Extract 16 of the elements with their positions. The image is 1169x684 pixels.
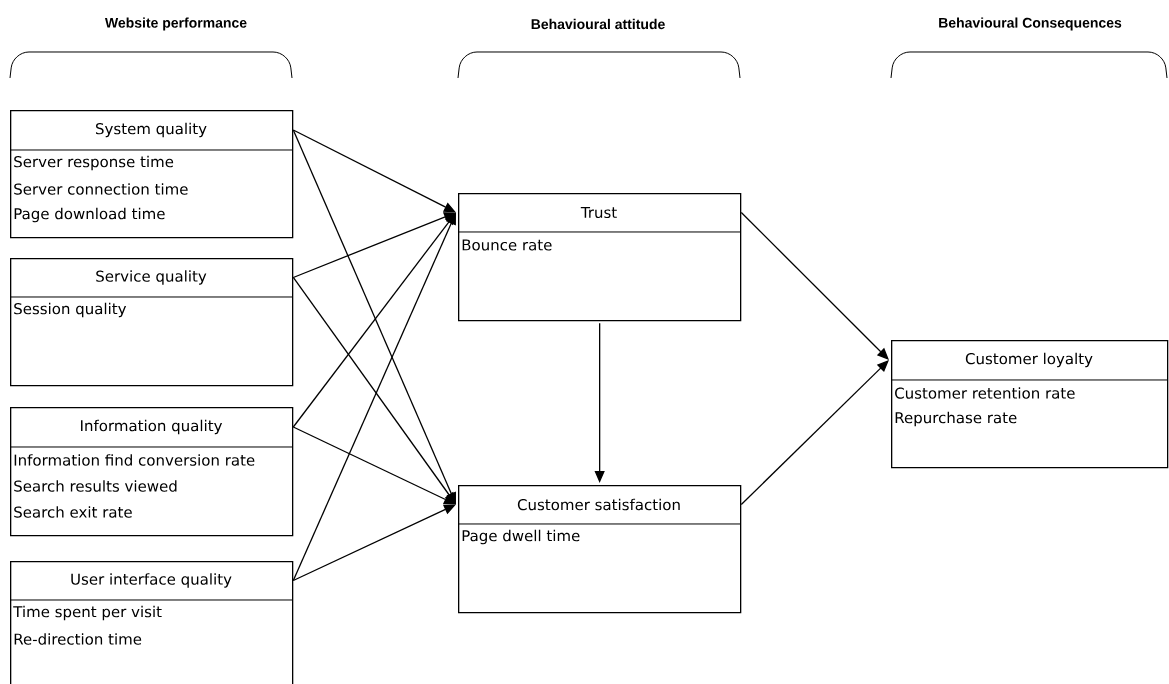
table-box: System quality Server response time Server connection time Page download time — [9, 110, 294, 239]
table-box: Customer satisfaction Page dwell time — [457, 485, 742, 614]
table-box: Customer loyalty Customer retention rate Repurchase rate — [890, 340, 1169, 469]
arrow — [292, 504, 456, 582]
column-heading: Website performance — [104, 17, 247, 31]
arrow — [292, 426, 456, 505]
table-box: Information quality Information find conversion rate Search results viewed Search exit rate — [9, 407, 294, 537]
table-box: User interface quality Time spent per visit Re-direction time — [9, 561, 294, 684]
table-box: Service quality Session quality — [9, 258, 294, 387]
table-box: Trust Bounce rate — [457, 193, 742, 322]
column-heading: Behavioural Consequences — [939, 17, 1122, 31]
arrow — [740, 360, 889, 506]
arrow — [292, 212, 456, 279]
arrow — [292, 129, 456, 213]
column-heading: Behavioural attitude — [531, 18, 665, 30]
arrow — [740, 211, 889, 360]
